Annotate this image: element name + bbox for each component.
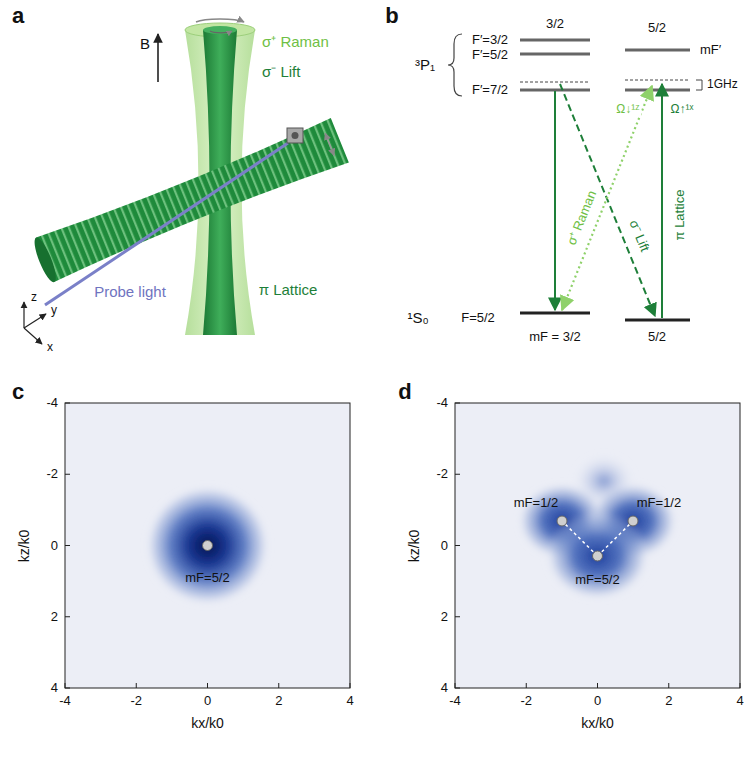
level-label: F′=3/2 — [472, 33, 508, 47]
state-label: mF=1/2 — [514, 496, 558, 510]
axis-label: kz/k0 — [407, 529, 422, 562]
field-label: B — [140, 36, 150, 53]
beam-label: π Lattice — [259, 282, 318, 299]
tick-label: -2 — [520, 694, 532, 708]
state-label: ³P₁ — [415, 57, 435, 74]
rabi-label: Ω↑¹ˣ — [669, 103, 696, 116]
level-brace — [448, 34, 462, 96]
detuning-bracket — [696, 80, 702, 90]
transition-label: σ⁻ Lift — [625, 216, 652, 256]
tick-label: -4 — [449, 694, 461, 708]
tof-image-d — [455, 403, 740, 688]
state-label: ¹S₀ — [407, 310, 428, 327]
rabi-label: Ω↓¹ᶻ — [614, 103, 641, 116]
level-label: mF = 3/2 — [529, 330, 581, 344]
tick-label: -2 — [46, 467, 58, 481]
tick-label: -4 — [59, 694, 71, 708]
state-label: mF=5/2 — [185, 571, 229, 585]
tick-label: 2 — [665, 694, 672, 708]
tick-label: -2 — [436, 467, 448, 481]
tick-label: -4 — [46, 396, 58, 410]
tick-label: -2 — [130, 694, 142, 708]
tick-label: -4 — [436, 396, 448, 410]
tick-label: 4 — [346, 694, 353, 708]
tick-label: 4 — [736, 694, 743, 708]
tick-label: 0 — [51, 538, 58, 552]
tick-label: 0 — [594, 694, 601, 708]
level-label: F′=7/2 — [472, 83, 508, 97]
axis-label: kx/k0 — [581, 716, 614, 731]
tick-label: 4 — [51, 681, 58, 695]
lattice-beam — [31, 118, 349, 284]
axis-name: z — [31, 291, 37, 304]
tick-label: 2 — [441, 610, 448, 624]
beam-label: Probe light — [94, 284, 166, 301]
energy-levels — [520, 40, 690, 320]
beam-label: σ⁺ Raman — [262, 34, 329, 51]
virtual-levels — [520, 80, 690, 82]
level-label: F=5/2 — [461, 311, 495, 325]
state-label: mF=5/2 — [575, 573, 619, 587]
tick-label: 4 — [441, 681, 448, 695]
tof-image-c — [65, 403, 350, 688]
axis-label: kz/k0 — [17, 529, 32, 562]
panel-letter: b — [385, 4, 398, 28]
detuning-label: 1GHz — [707, 78, 738, 91]
axis-name: y — [51, 304, 57, 317]
tick-label: 2 — [275, 694, 282, 708]
transition-label: σ⁺ Raman — [564, 187, 600, 249]
level-label: 5/2 — [648, 21, 666, 35]
transitions — [555, 84, 662, 318]
tick-label: 0 — [204, 694, 211, 708]
panel-letter: d — [398, 380, 411, 404]
level-label: F′=5/2 — [472, 48, 508, 62]
axes-triad — [24, 302, 46, 344]
probe-beam — [45, 128, 303, 305]
field-arrow — [157, 34, 159, 82]
panel-letter: c — [12, 380, 24, 404]
level-label: 3/2 — [546, 17, 564, 31]
axis-name: x — [47, 341, 53, 354]
tick-label: 2 — [51, 610, 58, 624]
transition-label: π Lattice — [673, 190, 687, 241]
panel-letter: a — [12, 4, 24, 28]
axis-label: kx/k0 — [191, 716, 224, 731]
state-label: mF=1/2 — [637, 496, 681, 510]
beam-label: σ⁻ Lift — [262, 64, 300, 81]
tick-label: 0 — [441, 538, 448, 552]
level-label: mF′ — [700, 43, 721, 57]
level-label: 5/2 — [648, 330, 666, 344]
